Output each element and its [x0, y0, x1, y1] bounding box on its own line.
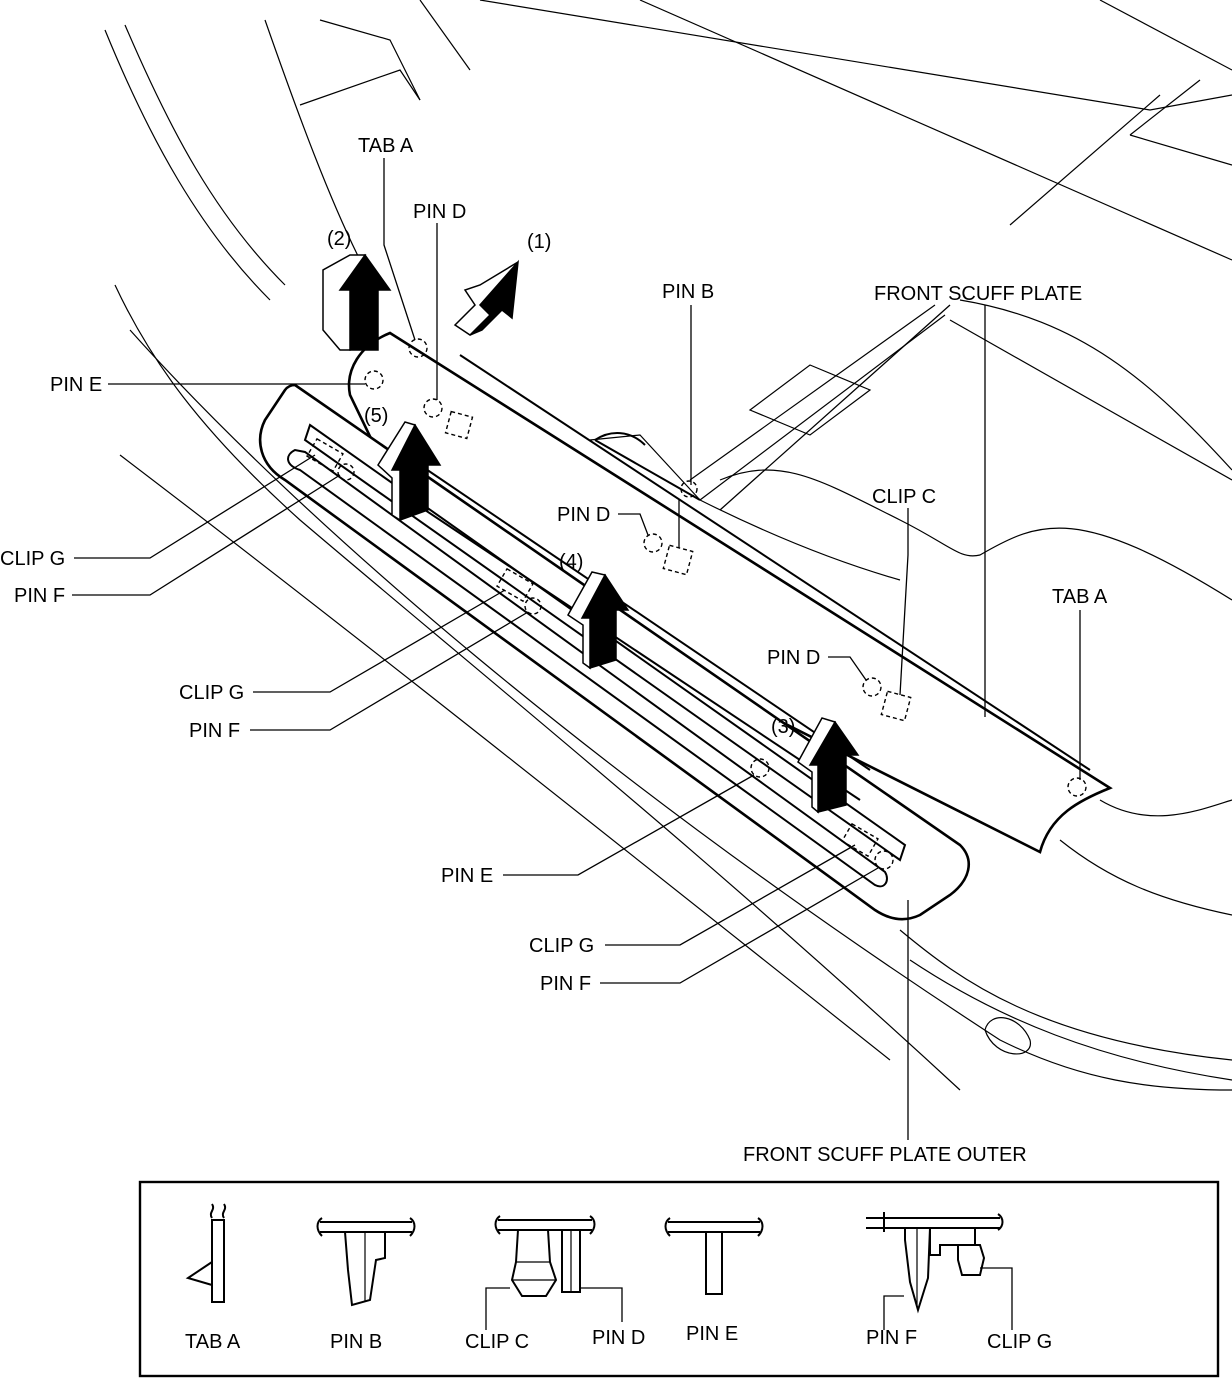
legend-clip-g: CLIP G: [987, 1331, 1052, 1353]
label-tab-a-top: TAB A: [358, 135, 414, 157]
pin-e-marker: [364, 370, 384, 390]
label-step-1: (1): [527, 231, 551, 253]
label-pin-d-low: PIN D: [767, 647, 820, 669]
label-pin-f-3: PIN F: [540, 973, 591, 995]
pin-f-marker: [524, 597, 542, 615]
legend-clip-c: CLIP C: [465, 1331, 529, 1353]
arrow-step-1: [453, 259, 519, 336]
label-pin-d-top: PIN D: [413, 201, 466, 223]
label-pin-f-2: PIN F: [189, 720, 240, 742]
pin-d-marker: [643, 533, 663, 553]
legend-frame: [138, 1180, 1220, 1378]
pin-d-marker: [423, 398, 443, 418]
legend-pin-d: PIN D: [592, 1327, 645, 1349]
label-clip-g-1: CLIP G: [0, 548, 65, 570]
label-step-4: (4): [559, 551, 583, 573]
fastener-legend: TAB A PIN B CLIP C PIN D: [138, 1180, 1220, 1378]
arrow-step-5: [377, 421, 442, 522]
legend-pin-e: PIN E: [686, 1323, 738, 1345]
label-step-2: (2): [327, 228, 351, 250]
leader-lines: [72, 158, 1081, 1140]
pin-b-illustration: [316, 1217, 416, 1307]
pin-b-marker: [680, 480, 698, 498]
arrow-step-4: [567, 571, 630, 670]
label-pin-d-mid: PIN D: [557, 504, 610, 526]
arrow-step-2: [322, 253, 392, 351]
pin-f-marker: [874, 850, 894, 870]
pin-f-clip-g-illustration: [866, 1212, 1004, 1314]
label-step-5: (5): [364, 405, 388, 427]
clip-c-marker: [880, 690, 912, 722]
label-front-scuff-plate-outer: FRONT SCUFF PLATE OUTER: [743, 1144, 1027, 1166]
clip-c-pin-d-illustration: [494, 1215, 596, 1297]
tab-a-marker: [408, 338, 428, 358]
pin-e-marker: [750, 758, 770, 778]
label-pin-b: PIN B: [662, 281, 714, 303]
pin-d-marker: [862, 677, 882, 697]
legend-pin-f: PIN F: [866, 1327, 917, 1349]
callout-labels: TAB A PIN D (2) (1) PIN B FRONT SCUFF PL…: [0, 135, 1108, 1166]
vehicle-body-outline: [104, 0, 1232, 1091]
label-clip-c: CLIP C: [872, 486, 936, 508]
clip-c-marker: [444, 410, 474, 440]
label-clip-g-3: CLIP G: [529, 935, 594, 957]
clip-g-marker: [496, 567, 534, 603]
pin-f-marker: [337, 463, 355, 481]
clip-c-marker: [662, 544, 694, 576]
label-front-scuff-plate: FRONT SCUFF PLATE: [874, 283, 1082, 305]
label-step-3: (3): [771, 716, 795, 738]
tab-a-illustration: [185, 1203, 227, 1303]
legend-pin-b: PIN B: [330, 1331, 382, 1353]
legend-tab-a: TAB A: [185, 1331, 241, 1353]
clip-g-marker: [841, 822, 879, 858]
label-tab-a-right: TAB A: [1052, 586, 1108, 608]
label-clip-g-2: CLIP G: [179, 682, 244, 704]
clip-g-marker: [306, 437, 344, 473]
tab-a-marker: [1067, 777, 1087, 797]
removal-arrows: [322, 253, 860, 814]
arrow-step-3: [797, 717, 860, 814]
label-pin-e-bottom: PIN E: [441, 865, 493, 887]
label-pin-f-1: PIN F: [14, 585, 65, 607]
label-pin-e-left: PIN E: [50, 374, 102, 396]
fastener-markers: [306, 338, 1087, 870]
pin-e-illustration: [664, 1217, 764, 1295]
